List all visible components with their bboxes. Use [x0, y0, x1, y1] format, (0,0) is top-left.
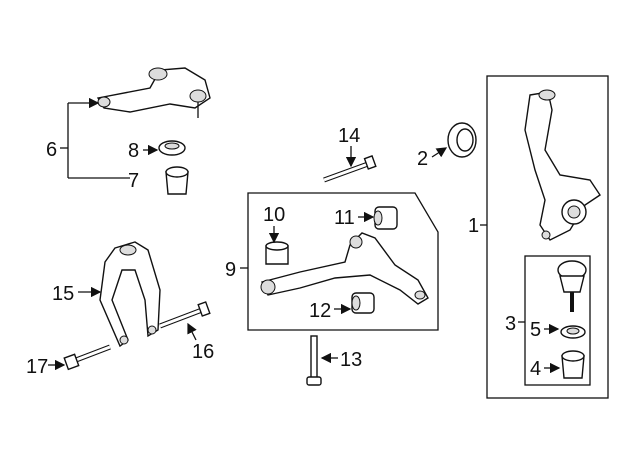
callout-6: 6: [46, 97, 130, 179]
ball-joint-box: [524, 255, 591, 386]
callout-16-label: 16: [192, 341, 214, 363]
callout-12-label: 12: [309, 300, 331, 322]
dust-seal-part-2[interactable]: [447, 122, 477, 158]
callout-5-label: 5: [530, 319, 541, 341]
callout-17-label: 17: [26, 356, 48, 378]
callout-9-label: 9: [225, 259, 236, 281]
callout-14-label: 14: [338, 125, 360, 147]
bolt-part-16[interactable]: [159, 301, 211, 329]
callout-3-label: 3: [505, 313, 516, 335]
bolt-part-14[interactable]: [323, 155, 377, 183]
lower-arm-assembly-box: [247, 192, 439, 331]
callout-7-label: 7: [128, 170, 139, 192]
upper-control-arm-part[interactable]: [96, 67, 211, 118]
callout-1-label: 1: [468, 215, 479, 237]
callout-10-label: 10: [263, 204, 285, 226]
bushing-part-7[interactable]: [165, 166, 189, 195]
steering-knuckle-part[interactable]: [524, 89, 601, 241]
lower-control-arm-part[interactable]: [260, 232, 429, 305]
bushing-part-10[interactable]: [265, 241, 289, 265]
callout-11-label: 11: [334, 207, 355, 229]
ball-joint-part[interactable]: [557, 260, 587, 312]
callout-4-label: 4: [530, 358, 541, 380]
bolt-part-17[interactable]: [63, 344, 111, 371]
snap-ring-part-5[interactable]: [560, 325, 586, 339]
callout-2-label: 2: [417, 148, 428, 170]
bushing-ring-part-8[interactable]: [158, 140, 186, 156]
damper-fork-part-15[interactable]: [99, 241, 161, 348]
boot-part-4[interactable]: [561, 350, 585, 379]
bushing-part-12[interactable]: [351, 292, 375, 314]
callout-8-label: 8: [128, 140, 139, 162]
callout-6-label: 6: [46, 139, 57, 161]
callout-15-label: 15: [52, 283, 74, 305]
knuckle-assembly-box: [486, 75, 609, 399]
bushing-part-11[interactable]: [373, 206, 398, 230]
callout-13-label: 13: [340, 349, 362, 371]
bolt-part-13[interactable]: [306, 335, 322, 386]
